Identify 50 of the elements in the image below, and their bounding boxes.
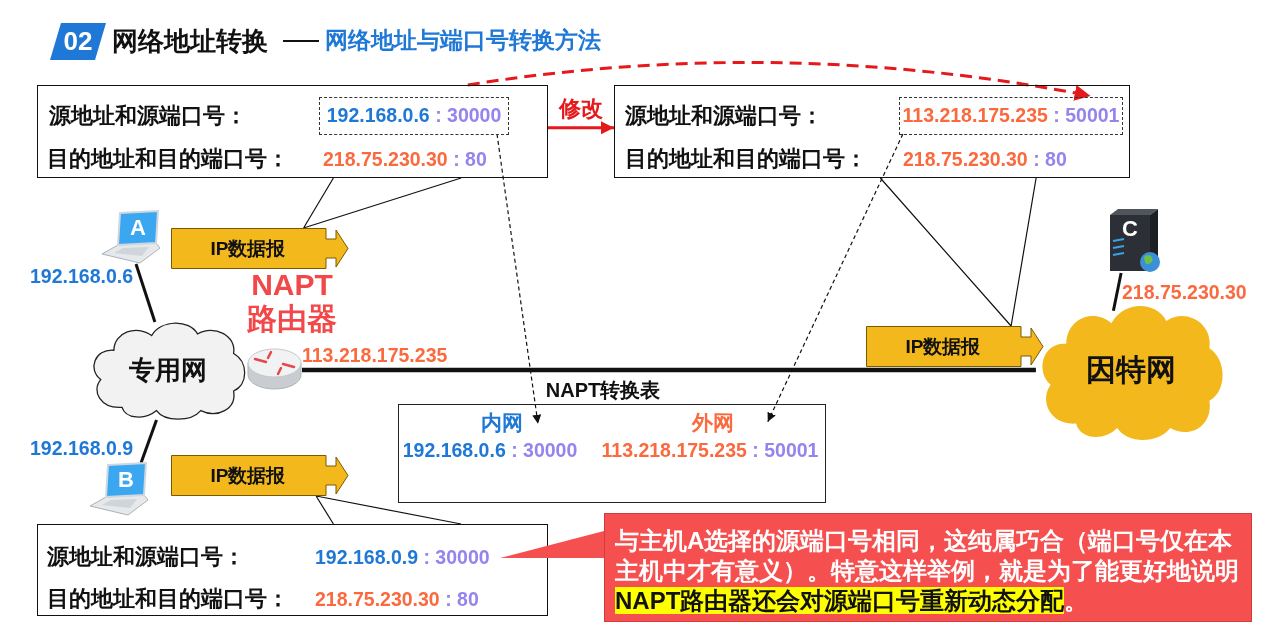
arrow	[548, 121, 614, 135]
callout-box	[614, 85, 1130, 178]
host-label: B	[118, 467, 134, 493]
address-label: 218.75.230.30 : 80	[315, 587, 479, 611]
link-line	[302, 367, 1036, 373]
ip-address-label: 192.168.0.6	[30, 264, 133, 288]
ip-address-label: 218.75.230.30	[1122, 280, 1247, 304]
link-line	[1111, 272, 1123, 312]
host-label: C	[1122, 216, 1138, 242]
host-label: A	[130, 215, 146, 241]
datagram-label: IP数据报	[210, 463, 286, 487]
device-label: NAPT 路由器	[246, 268, 338, 336]
note-box: 与主机A选择的源端口号相同，这纯属巧合（端口号仅在本主机中才有意义）。特意这样举例，就是为了能更好地说明NAPT路由器还会对源端口号重新动态分配。	[604, 513, 1252, 622]
datagram-label: IP数据报	[905, 334, 981, 358]
network-label: 因特网	[1086, 352, 1176, 388]
ip-address-label: 192.168.0.9	[30, 436, 133, 460]
callout-pointer	[879, 177, 1037, 327]
field-label: 目的地址和目的端口号：	[625, 146, 867, 172]
address-label: 218.75.230.30 : 80	[903, 147, 1067, 171]
ip-address-label: 113.218.175.235	[302, 343, 448, 367]
callout-pointer	[315, 495, 462, 525]
address-box: 113.218.175.235 : 50001	[899, 97, 1123, 135]
address-label: 192.168.0.9 : 30000	[315, 545, 490, 569]
dashed-arrow	[467, 61, 1091, 101]
subtitle: 网络地址与端口号转换方法	[325, 26, 601, 54]
address-label: 192.168.0.6 : 30000	[402, 438, 578, 462]
datagram-label: IP数据报	[210, 236, 286, 260]
callout-pointer	[303, 177, 462, 229]
field-label: 源地址和源端口号：	[47, 544, 245, 570]
callout-pointer	[500, 531, 604, 558]
field-label: 源地址和源端口号：	[625, 103, 823, 129]
link-line	[134, 263, 157, 323]
diagram-title: 网络地址转换	[112, 25, 268, 57]
callout-box	[37, 524, 548, 616]
table-heading: NAPT转换表	[545, 378, 661, 402]
link-line	[139, 419, 158, 464]
number-badge: 02	[50, 23, 106, 60]
edge-label: 修改	[559, 95, 603, 122]
field-label: 目的地址和目的端口号：	[47, 586, 289, 612]
network-label: 专用网	[129, 354, 207, 386]
field-label: 目的地址和目的端口号：	[47, 146, 289, 172]
address-label: 218.75.230.30 : 80	[323, 147, 487, 171]
dashed-arrow	[496, 133, 542, 425]
column-heading: 内网	[481, 409, 523, 435]
dashed-arrow	[767, 133, 904, 423]
field-label: 源地址和源端口号：	[49, 103, 247, 129]
column-heading: 外网	[692, 409, 734, 435]
address-box: 192.168.0.6 : 30000	[319, 97, 509, 135]
address-label: 113.218.175.235 : 50001	[601, 438, 819, 462]
callout-box	[37, 85, 548, 178]
